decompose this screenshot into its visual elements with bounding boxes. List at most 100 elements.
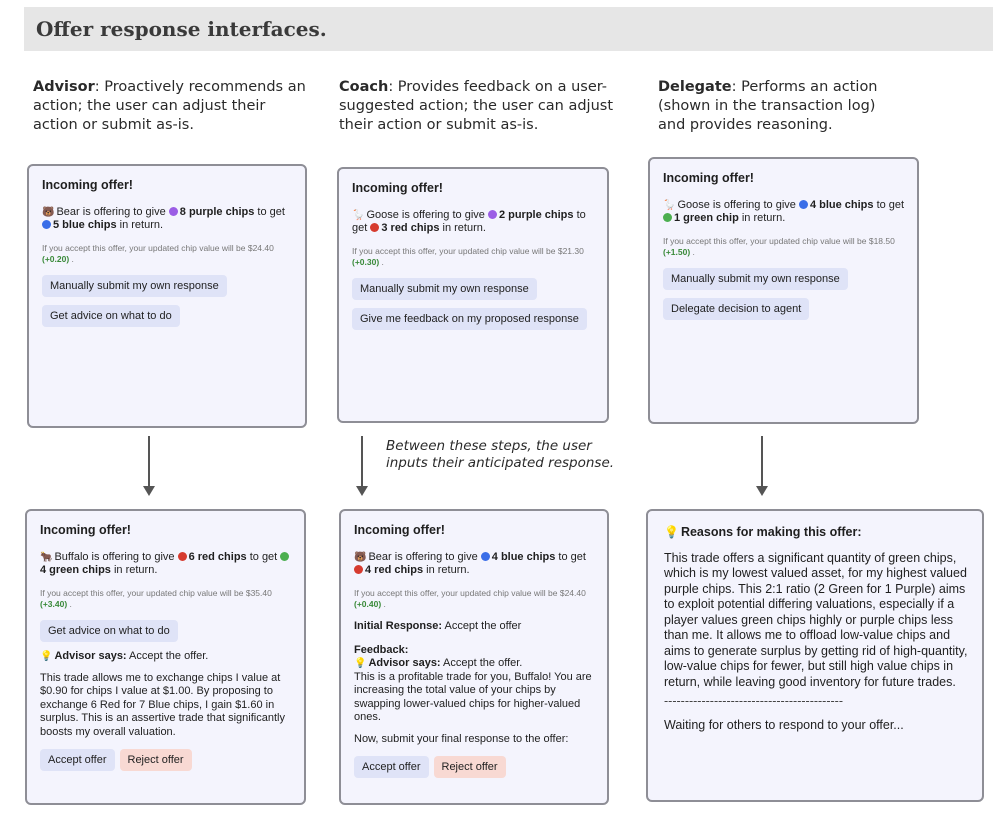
advisor-offer-card: Incoming offer! 🐻Bear is offering to giv… — [27, 164, 307, 428]
final-response-prompt: Now, submit your final response to the o… — [354, 732, 569, 745]
get-chips: 1 green chip — [674, 212, 739, 224]
reject-offer-button[interactable]: Reject offer — [433, 756, 506, 778]
value-note-end: . — [379, 257, 384, 267]
offer-prefix: Bear is offering to give — [56, 206, 169, 218]
between-steps-note: Between these steps, the user inputs the… — [386, 438, 615, 471]
goose-icon: 🪿 — [352, 210, 365, 221]
value-gain: (+0.30) — [352, 257, 380, 267]
value-gain: (+3.40) — [40, 599, 68, 609]
green-chip-icon — [663, 213, 672, 222]
advisor-description: Advisor: Proactively recommends an actio… — [33, 78, 308, 135]
value-note-end: . — [69, 254, 74, 264]
waiting-status: Waiting for others to respond to your of… — [664, 717, 904, 732]
lightbulb-icon: 💡 — [664, 525, 679, 539]
offer-prefix: Goose is offering to give — [677, 199, 799, 211]
coach-name: Coach — [339, 79, 389, 95]
advisor-name: Advisor — [33, 79, 95, 95]
advisor-arrow-line — [148, 436, 150, 486]
value-note-text: If you accept this offer, your updated c… — [663, 236, 895, 246]
title-bar: Offer response interfaces. — [24, 7, 993, 51]
blue-chip-icon — [480, 552, 490, 561]
value-note-text: If you accept this offer, your updated c… — [352, 246, 584, 256]
offer-mid: to get — [246, 551, 281, 563]
offer-text: 🐂Buffalo is offering to give 6 red chips… — [40, 551, 292, 577]
give-chips: 8 purple chips — [179, 206, 255, 218]
give-chips: 2 purple chips — [498, 209, 574, 221]
feedback-label: Feedback: — [354, 643, 409, 656]
delegate-decision-button[interactable]: Delegate decision to agent — [663, 298, 810, 320]
manual-submit-button[interactable]: Manually submit my own response — [663, 268, 848, 290]
manual-submit-button[interactable]: Manually submit my own response — [42, 275, 227, 297]
buffalo-icon: 🐂 — [40, 552, 53, 563]
accept-offer-button[interactable]: Accept offer — [40, 749, 115, 771]
offer-text: 🐻Bear is offering to give 8 purple chips… — [42, 206, 293, 232]
advisor-says-label: Advisor says: — [54, 650, 127, 662]
coach-description: Coach: Provides feedback on a user-sugge… — [339, 78, 614, 135]
get-advice-button[interactable]: Get advice on what to do — [42, 305, 180, 327]
delegate-arrow-head — [756, 486, 768, 496]
manual-submit-button[interactable]: Manually submit my own response — [352, 278, 537, 300]
value-note-end: . — [690, 247, 695, 257]
offer-prefix: Goose is offering to give — [366, 209, 488, 221]
offer-suffix: in return. — [439, 222, 486, 234]
give-chips: 4 blue chips — [491, 551, 556, 563]
value-note-end: . — [381, 599, 386, 609]
card-title: Incoming offer! — [42, 178, 133, 192]
value-note-text: If you accept this offer, your updated c… — [354, 588, 586, 598]
delegate-name: Delegate — [658, 79, 732, 95]
offer-mid: to get — [352, 209, 586, 234]
purple-chip-icon — [487, 210, 497, 219]
get-chips: 4 green chips — [40, 564, 111, 576]
reasons-text: This trade offers a significant quantity… — [664, 550, 968, 689]
accept-offer-button[interactable]: Accept offer — [354, 756, 429, 778]
offer-text: 🐻Bear is offering to give 4 blue chips t… — [354, 551, 595, 577]
get-advice-button[interactable]: Get advice on what to do — [40, 620, 178, 642]
value-note: If you accept this offer, your updated c… — [42, 243, 293, 265]
value-note: If you accept this offer, your updated c… — [40, 588, 292, 610]
lightbulb-icon: 💡 — [40, 651, 53, 662]
advice-explanation: This trade allows me to exchange chips I… — [40, 671, 285, 738]
bear-icon: 🐻 — [354, 552, 367, 563]
offer-suffix: in return. — [116, 219, 164, 231]
bear-icon: 🐻 — [42, 207, 55, 218]
card-title: Incoming offer! — [663, 171, 754, 185]
feedback-text: This is a profitable trade for you, Buff… — [354, 670, 592, 724]
get-chips: 3 red chips — [381, 222, 440, 234]
offer-mid: to get — [555, 551, 586, 563]
get-feedback-button[interactable]: Give me feedback on my proposed response — [352, 308, 587, 330]
lightbulb-icon: 💡 — [354, 658, 367, 669]
blue-chip-icon — [42, 220, 51, 229]
offer-suffix: in return. — [738, 212, 786, 224]
coach-arrow-head — [356, 486, 368, 496]
offer-prefix: Buffalo is offering to give — [54, 551, 178, 563]
value-gain: (+1.50) — [663, 247, 691, 257]
offer-mid: to get — [254, 206, 285, 218]
green-chip-icon — [280, 552, 290, 561]
offer-prefix: Bear is offering to give — [368, 551, 481, 563]
advisor-says-text: Accept the offer. — [126, 650, 209, 662]
advisor-says-label: Advisor says: — [368, 657, 441, 669]
initial-response-text: Accept the offer — [442, 620, 522, 632]
offer-text: 🪿Goose is offering to give 4 blue chips … — [663, 199, 905, 225]
delegate-offer-card: Incoming offer! 🪿Goose is offering to gi… — [648, 157, 919, 424]
delegate-arrow-line — [761, 436, 763, 486]
value-note-text: If you accept this offer, your updated c… — [40, 588, 272, 598]
advisor-says: 💡Advisor says: Accept the offer. — [40, 650, 292, 664]
value-note-end: . — [67, 599, 72, 609]
coach-description-text: : Provides feedback on a user-suggested … — [339, 79, 614, 133]
delegate-description: Delegate: Performs an action (shown in t… — [658, 78, 898, 135]
page-title: Offer response interfaces. — [36, 17, 327, 41]
reject-offer-button[interactable]: Reject offer — [119, 749, 192, 771]
red-chip-icon — [354, 565, 363, 574]
give-chips: 4 blue chips — [809, 199, 874, 211]
give-chips: 6 red chips — [188, 551, 247, 563]
initial-response: Initial Response: Accept the offer — [354, 620, 595, 634]
card-title: Incoming offer! — [352, 181, 443, 195]
coach-offer-card: Incoming offer! 🪿Goose is offering to gi… — [337, 167, 609, 423]
red-chip-icon — [177, 552, 187, 561]
coach-feedback-card: Incoming offer! 🐻Bear is offering to giv… — [339, 509, 609, 805]
delegate-reasons-card: 💡Reasons for making this offer: This tra… — [646, 509, 984, 802]
initial-response-label: Initial Response: — [354, 620, 443, 632]
